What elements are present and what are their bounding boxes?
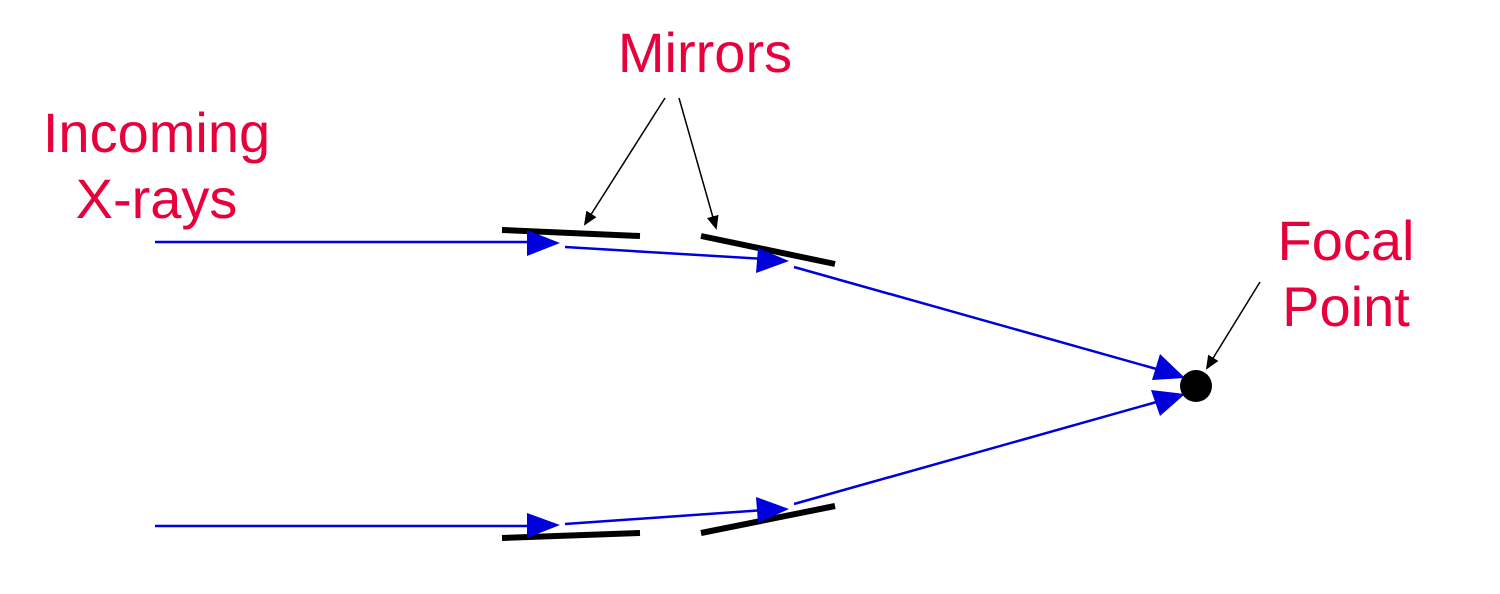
- mirror-top-first: [501, 227, 641, 239]
- mirror-top-second: [700, 233, 836, 267]
- mirrors-label-text: Mirrors: [617, 21, 793, 84]
- incoming-xrays-label-line2: X-rays: [75, 167, 238, 230]
- ray-top-arrowhead-2: [756, 248, 789, 273]
- focal-point-label-line1: Focal: [1277, 209, 1415, 272]
- focal-point-dot: [1180, 370, 1212, 402]
- ray-bottom: [155, 390, 1185, 538]
- ray-bottom-reflected-segment: [564, 508, 766, 526]
- focal-point-label-line2: Point: [1282, 275, 1410, 338]
- ray-bottom-arrowhead-2: [756, 497, 789, 523]
- ray-top-arrowhead-3: [1152, 354, 1185, 380]
- ray-bottom-arrowhead-3: [1151, 390, 1185, 416]
- ray-top-focused-segment: [793, 265, 1161, 372]
- ray-top: [155, 230, 1185, 380]
- mirrors-pointer-arrow-right: [678, 97, 719, 230]
- focal-pointer-arrow: [1205, 281, 1261, 370]
- incoming-xrays-label-line1: Incoming: [42, 101, 271, 164]
- mirror-bottom-first: [501, 530, 641, 541]
- incoming-xrays-label: Incoming X-rays: [34, 100, 279, 232]
- focal-point-label: Focal Point: [1266, 208, 1426, 340]
- mirrors-label: Mirrors: [600, 20, 810, 86]
- ray-bottom-focused-segment: [793, 399, 1161, 506]
- mirrors-pointer-arrow-left: [583, 97, 666, 226]
- ray-bottom-arrowhead-1: [527, 513, 560, 538]
- mirror-bottom-second: [700, 503, 836, 536]
- ray-top-reflected-segment: [564, 245, 766, 261]
- ray-top-arrowhead-1: [527, 230, 560, 256]
